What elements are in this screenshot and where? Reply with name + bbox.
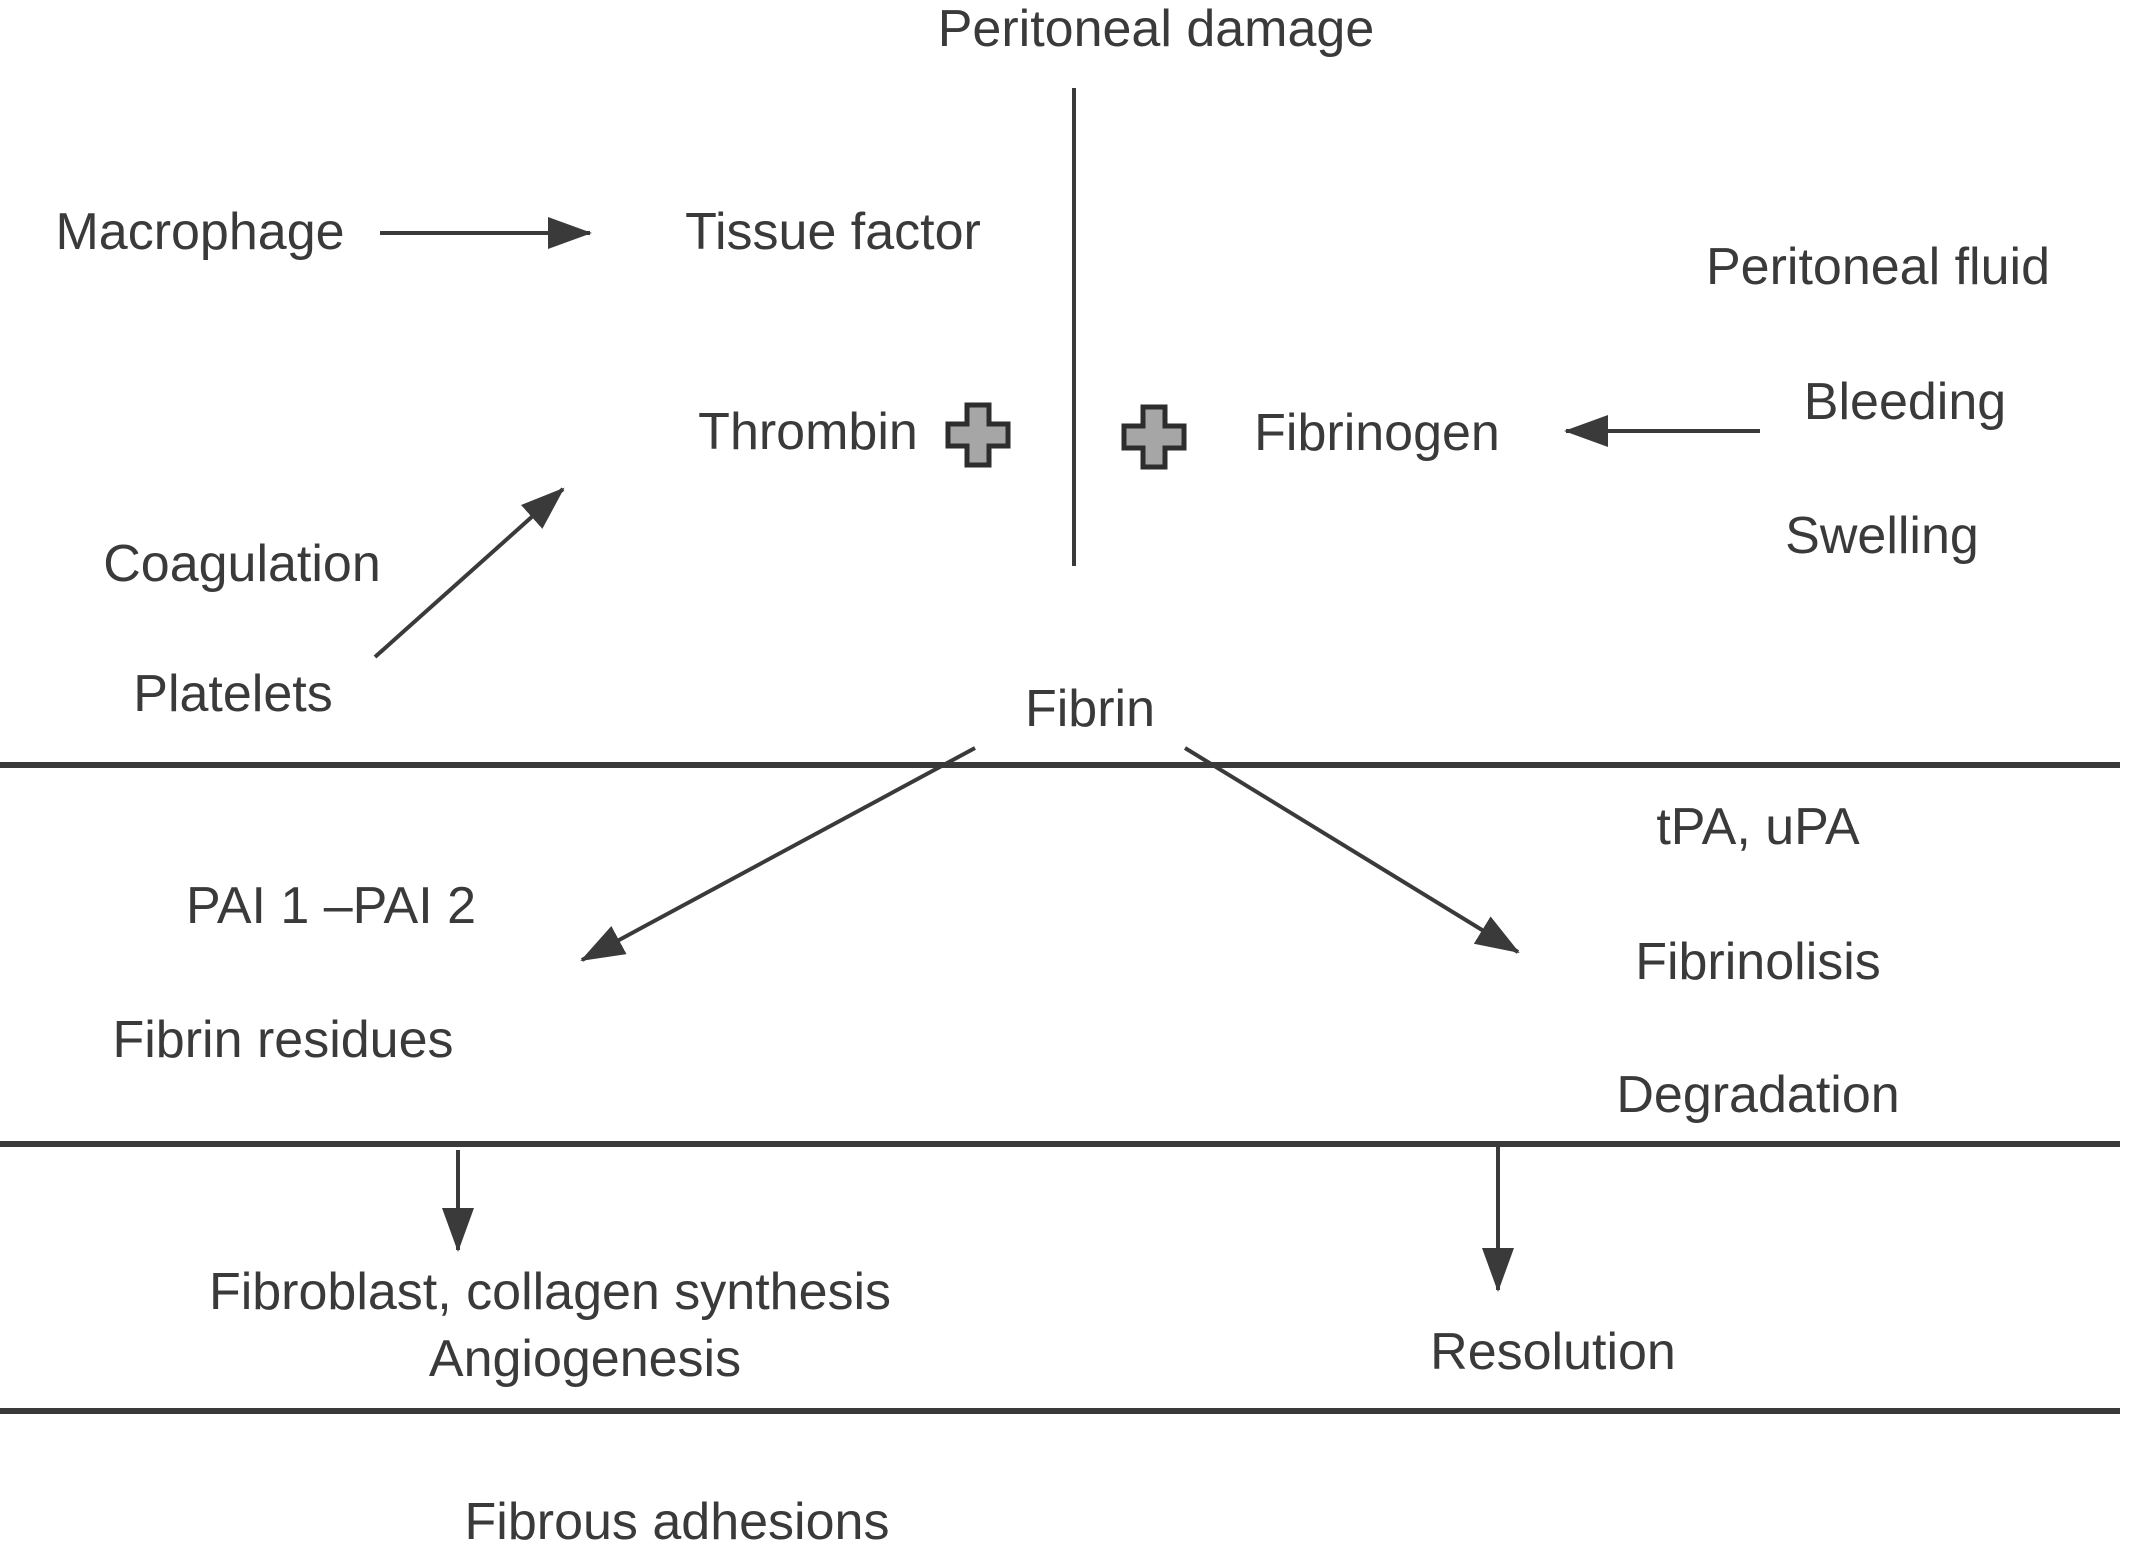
label-pai-1-pai-2: PAI 1 –PAI 2 bbox=[185, 877, 477, 936]
label-fibrinolisis: Fibrinolisis bbox=[1635, 933, 1881, 992]
label-resolution: Resolution bbox=[1430, 1323, 1676, 1382]
label-thrombin: Thrombin bbox=[698, 403, 918, 462]
label-peritoneal-damage: Peritoneal damage bbox=[937, 0, 1375, 59]
label-tpa-upa: tPA, uPA bbox=[1656, 798, 1860, 857]
label-platelets: Platelets bbox=[133, 665, 333, 724]
arrow-platelets-to-thrombin bbox=[373, 487, 565, 659]
label-fibroblast-collagen-synthesis: Fibroblast, collagen synthesis bbox=[208, 1263, 892, 1322]
plus-icon bbox=[1121, 404, 1187, 470]
label-fibrous-adhesions: Fibrous adhesions bbox=[464, 1493, 890, 1552]
label-bleeding: Bleeding bbox=[1803, 373, 2007, 432]
plus-icon bbox=[945, 402, 1011, 468]
arrow-fibrin-to-fibrin-residues bbox=[580, 746, 976, 962]
label-fibrin: Fibrin bbox=[1024, 680, 1156, 739]
label-swelling: Swelling bbox=[1785, 507, 1979, 566]
label-macrophage: Macrophage bbox=[55, 203, 345, 262]
label-fibrin-residues: Fibrin residues bbox=[112, 1011, 454, 1070]
label-peritoneal-fluid: Peritoneal fluid bbox=[1706, 238, 2050, 297]
label-degradation: Degradation bbox=[1616, 1066, 1900, 1125]
label-coagulation: Coagulation bbox=[103, 535, 381, 594]
arrow-fibrin-to-fibrinolisis bbox=[1183, 746, 1520, 954]
label-fibrinogen: Fibrinogen bbox=[1254, 404, 1500, 463]
label-tissue-factor: Tissue factor bbox=[685, 203, 981, 262]
label-angiogenesis: Angiogenesis bbox=[428, 1330, 742, 1389]
